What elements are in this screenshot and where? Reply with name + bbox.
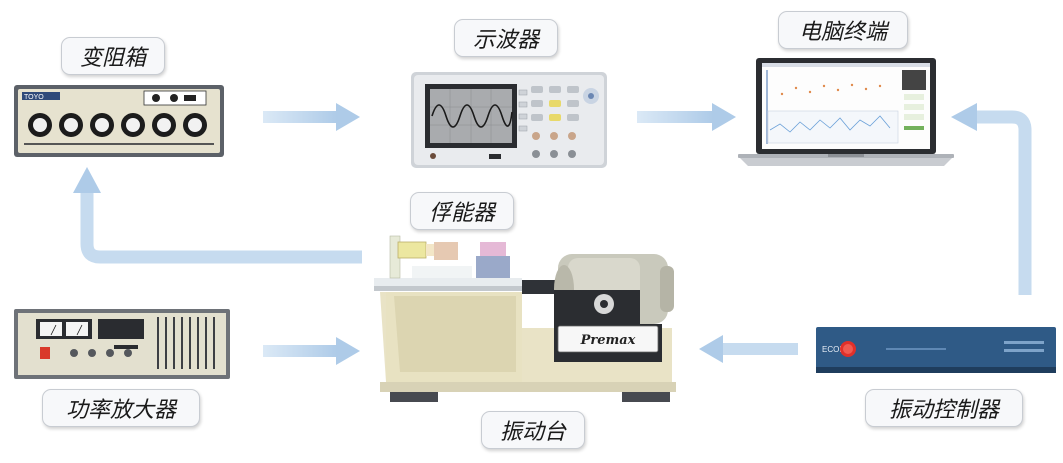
label-shaker: 振动台 bbox=[481, 411, 585, 449]
power-amplifier-device bbox=[14, 309, 230, 379]
oscilloscope-device bbox=[411, 72, 607, 168]
label-transducer: 俘能器 bbox=[410, 192, 514, 230]
arrow-amplifier-to-shaker bbox=[263, 337, 360, 365]
decade-box-brand: TOYO bbox=[24, 94, 44, 101]
label-decade-box: 变阻箱 bbox=[61, 37, 165, 75]
decade-box-device: TOYO bbox=[14, 85, 224, 157]
arrow-controller-to-shaker bbox=[699, 335, 798, 363]
laptop-computer-device bbox=[738, 58, 954, 166]
arrow-controller-to-computer bbox=[951, 103, 1032, 295]
label-controller: 振动控制器 bbox=[865, 389, 1023, 427]
arrow-decade-to-scope bbox=[263, 103, 360, 131]
controller-brand: ECON bbox=[822, 345, 845, 354]
label-oscilloscope: 示波器 bbox=[454, 19, 558, 57]
arrow-transducer-to-decade bbox=[73, 167, 362, 264]
shaker-device: Premax bbox=[374, 235, 676, 402]
shaker-brand: Premax bbox=[580, 333, 636, 348]
label-computer: 电脑终端 bbox=[778, 11, 908, 49]
arrow-scope-to-computer bbox=[637, 103, 736, 131]
label-amplifier: 功率放大器 bbox=[42, 389, 200, 427]
vibration-controller-device: ECON bbox=[816, 327, 1056, 373]
